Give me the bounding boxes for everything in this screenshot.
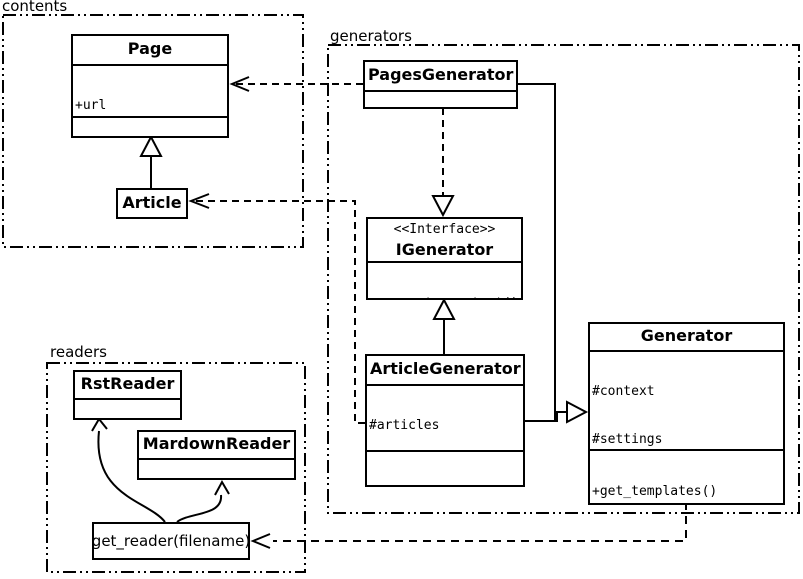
- package-border-readers: [46, 362, 306, 573]
- method: +get_templates(): [592, 484, 718, 499]
- interface-igenerator-name: IGenerator: [395, 240, 494, 259]
- class-page-attributes: +url +slug +summary: [73, 64, 227, 116]
- inheritance-triangle-igenerator: [432, 297, 456, 320]
- package-label-generators: generators: [330, 27, 412, 45]
- attribute: #context: [592, 384, 655, 399]
- package-border-contents: [2, 14, 304, 248]
- class-articlegenerator-attributes: #articles #dates #tags #categories: [367, 384, 523, 450]
- inheritance-line-articlegenerator-generator: [525, 411, 567, 422]
- package-label-readers: readers: [50, 343, 107, 361]
- class-mardownreader-methods: +read(): [139, 458, 294, 478]
- interface-igenerator-title: <<Interface>> IGenerator: [368, 219, 521, 261]
- inheritance-triangle-article-page: [139, 134, 163, 157]
- class-generator: Generator #context #settings #path #them…: [588, 322, 785, 505]
- method: +generate_context(): [370, 296, 519, 298]
- class-generator-name: Generator: [640, 326, 733, 345]
- class-articlegenerator-methods: +generate_feeds() +generate_pages(): [367, 450, 523, 485]
- interface-igenerator: <<Interface>> IGenerator +generate_conte…: [366, 217, 523, 300]
- class-page-methods: +check_properties(): [73, 116, 227, 136]
- attribute: #settings: [592, 432, 663, 447]
- class-page-name: Page: [127, 39, 173, 58]
- class-pagesgenerator: PagesGenerator #pages: [363, 60, 518, 109]
- method: +generate_feeds(): [369, 484, 521, 485]
- association-curve-getreader-mardownreader: [176, 494, 223, 523]
- class-generator-attributes: #context #settings #path #theme #output_…: [590, 350, 783, 449]
- class-mardownreader-name: MardownReader: [142, 434, 291, 453]
- realization-triangle-igenerator: [431, 195, 455, 218]
- interface-stereotype: <<Interface>>: [393, 222, 496, 237]
- dependency-arrow-getreader: [250, 533, 271, 549]
- interface-igenerator-methods: +generate_context() +generate_output(): [368, 261, 521, 298]
- dependency-line-articlegenerator-article: [194, 200, 365, 424]
- class-mardownreader: MardownReader +read(): [137, 430, 296, 480]
- class-rstreader: RstReader +read(): [73, 370, 182, 420]
- class-article: Article: [116, 188, 188, 219]
- attribute: +url: [75, 98, 107, 113]
- class-articlegenerator-name: ArticleGenerator: [370, 359, 521, 378]
- association-arrow-mardownreader: [214, 479, 230, 496]
- dependency-arrow-article: [188, 193, 210, 209]
- dependency-arrow-page: [229, 76, 250, 92]
- class-generator-methods: +get_templates() +get_files(path,exclude…: [590, 449, 783, 503]
- dependency-line-generator-getreader: [273, 502, 687, 542]
- function-get-reader: get_reader(filename): [92, 522, 250, 560]
- association-curve-getreader-rstreader: [97, 430, 166, 523]
- class-pagesgenerator-name: PagesGenerator: [368, 65, 514, 84]
- class-rstreader-methods: +read(): [75, 398, 180, 418]
- attribute: #articles: [369, 418, 440, 433]
- inheritance-triangle-generator: [566, 400, 589, 424]
- class-rstreader-name: RstReader: [80, 374, 175, 393]
- class-articlegenerator: ArticleGenerator #articles #dates #tags …: [365, 354, 525, 487]
- class-article-name: Article: [122, 193, 182, 212]
- class-page: Page +url +slug +summary +check_properti…: [71, 34, 229, 138]
- class-pagesgenerator-attributes: #pages: [365, 90, 516, 107]
- association-arrow-rstreader: [91, 417, 108, 432]
- package-border-generators: [327, 44, 800, 514]
- package-label-contents: contents: [2, 0, 68, 15]
